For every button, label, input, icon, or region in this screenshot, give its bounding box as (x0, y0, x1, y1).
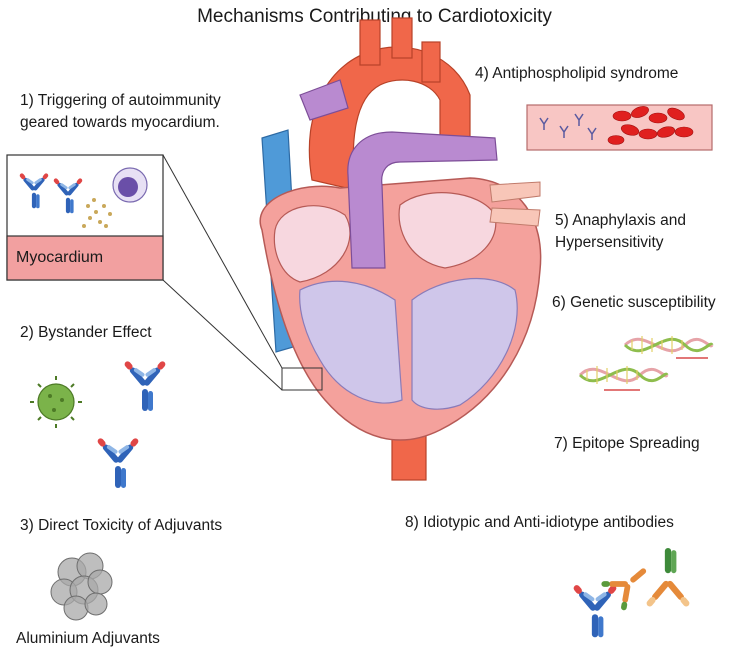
left-ventricle (411, 278, 518, 410)
mechanism-4-label: 4) Antiphospholipid syndrome (475, 65, 679, 82)
inset-myocardium-label: Myocardium (16, 249, 104, 266)
zoom-region-box (281, 367, 323, 391)
pulmonary-vein (489, 207, 541, 227)
antibody-icon (539, 113, 597, 140)
aluminium-particles-icon (50, 552, 113, 621)
dna-helix-icon (623, 336, 714, 359)
aorta (308, 46, 471, 191)
aortic-branch (421, 41, 441, 83)
antibody-icon (96, 437, 140, 488)
mechanism-3-label: 3) Direct Toxicity of Adjuvants (20, 517, 223, 534)
aluminium-adjuvants-label: Aluminium Adjuvants (16, 630, 160, 647)
zoom-line (162, 279, 283, 391)
virus-icon (30, 376, 82, 428)
leukocyte-nucleus (118, 177, 138, 197)
heart-illustration (259, 17, 542, 481)
mechanism-8-label: 8) Idiotypic and Anti-idiotype antibodie… (405, 514, 674, 531)
zoom-line (162, 154, 283, 369)
mechanism-1-label-line2: geared towards myocardium. (20, 114, 220, 131)
right-ventricle (299, 280, 403, 404)
aortic-branch (391, 17, 413, 59)
myocardium-inset (6, 154, 164, 281)
aortic-branch (359, 19, 381, 66)
antigen-particles (82, 198, 112, 228)
mechanism-7-label: 7) Epitope Spreading (554, 435, 700, 452)
right-atrium (273, 205, 351, 283)
anti-idiotype-antibody-icon (601, 568, 647, 611)
pulmonary-vein (489, 181, 541, 203)
myocardium-band (6, 235, 164, 281)
mechanism-5-label-line1: 5) Anaphylaxis and (555, 212, 686, 229)
antibody-icon (572, 583, 618, 638)
pulmonary-artery (347, 131, 498, 269)
dna-helix-icon (578, 366, 669, 391)
left-atrium (398, 192, 497, 269)
idiotype-antibody-icon (646, 548, 690, 607)
diagram-title: Mechanisms Contributing to Cardiotoxicit… (197, 6, 552, 27)
mechanism-5-label-line2: Hypersensitivity (555, 234, 664, 251)
blood-vessel-icon (526, 104, 713, 151)
pulmonary-artery-branch (299, 79, 349, 121)
mechanism-6-label: 6) Genetic susceptibility (552, 294, 716, 311)
red-blood-cell-icon (607, 106, 694, 145)
antibody-icon (123, 360, 167, 411)
mechanism-2-label: 2) Bystander Effect (20, 324, 152, 341)
mechanism-1-label-line1: 1) Triggering of autoimmunity (20, 92, 221, 109)
